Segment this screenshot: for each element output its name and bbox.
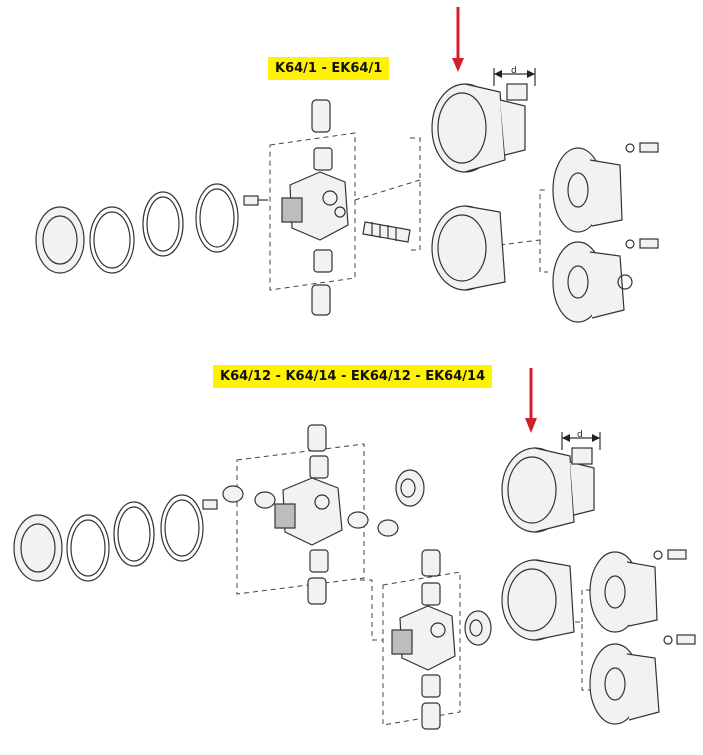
bottom-assembly: d — [13, 368, 696, 730]
top-cap-upper — [311, 99, 331, 133]
bottom-spring-cap — [395, 469, 425, 507]
top-ring-2 — [142, 191, 184, 257]
top-bolt-lower — [625, 238, 659, 249]
bottom-flange-lower — [589, 643, 660, 725]
bottom-cross-frame-lower — [382, 571, 461, 726]
model-label-bottom: K64/12 - K64/14 - EK64/12 - EK64/14 — [213, 365, 493, 388]
bottom-bolt-upper — [653, 549, 687, 560]
top-ring-3 — [195, 183, 239, 253]
bottom-yoke-upper — [501, 447, 595, 533]
top-flange-upper — [552, 147, 623, 233]
bottom-cross-hub-lower — [391, 605, 456, 671]
top-spring-shaft — [362, 221, 411, 243]
red-arrow-icon — [452, 7, 464, 72]
top-cross-frame — [269, 132, 356, 291]
top-washer-1 — [35, 206, 85, 274]
top-flange-lower — [552, 241, 633, 323]
bottom-ring-3 — [160, 494, 204, 562]
bottom-washer-1 — [13, 514, 63, 582]
bottom-cross-hub-upper — [274, 477, 343, 546]
bottom-ring-2 — [113, 501, 155, 567]
top-dimension-marker: d — [493, 66, 536, 86]
top-cap-upper-inner — [313, 147, 333, 171]
bottom-bolt-lower — [663, 634, 696, 645]
top-yoke-upper — [431, 83, 528, 173]
bottom-yoke-lower — [501, 559, 575, 641]
top-bolt-upper — [625, 142, 659, 153]
model-label-top: K64/1 - EK64/1 — [268, 57, 390, 80]
red-arrow-icon — [525, 368, 537, 433]
bottom-dimension-label: d — [577, 430, 583, 440]
bottom-snap-ring — [66, 514, 110, 582]
bottom-spring-cap-lower — [464, 610, 492, 646]
top-yoke-lower — [431, 205, 506, 291]
top-snap-ring — [89, 206, 135, 274]
top-cross-hub — [281, 171, 349, 241]
top-grease-nipple — [243, 195, 268, 206]
top-cap-lower — [311, 284, 331, 316]
bottom-dimension-marker: d — [561, 430, 601, 450]
bottom-flange-upper — [589, 551, 658, 633]
top-cap-lower-inner — [313, 249, 333, 273]
top-dimension-label: d — [511, 66, 517, 76]
top-assembly: d — [35, 7, 659, 323]
bottom-grease-nipple — [202, 499, 218, 510]
